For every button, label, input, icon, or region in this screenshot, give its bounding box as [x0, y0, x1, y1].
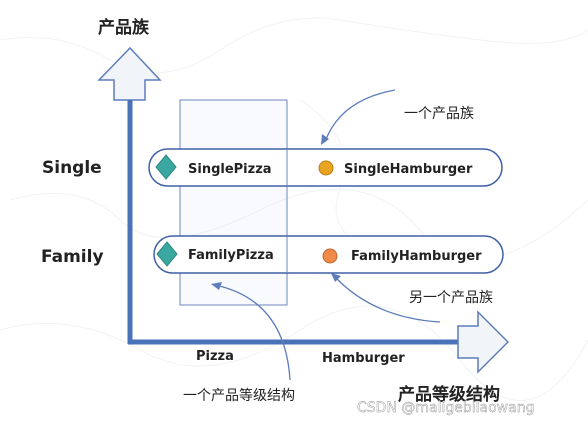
x-label-pizza: Pizza [196, 349, 234, 364]
annotation-arrow-level [214, 284, 291, 381]
arrowhead-family-top [321, 134, 329, 145]
family-row-family: FamilyPizza FamilyHamburger [153, 235, 504, 274]
annotation-arrow-family-bottom [335, 277, 441, 323]
annotation-level: 一个产品等级结构 [183, 387, 295, 404]
family-row-single: SinglePizza SingleHamburger [148, 148, 503, 187]
y-axis-arrowhead [97, 46, 162, 101]
diamond-icon [155, 154, 177, 180]
x-label-hamburger: Hamburger [322, 351, 405, 366]
x-axis-title: 产品等级结构 [398, 384, 500, 405]
circle-icon [318, 160, 334, 176]
pizza-level-outline [179, 99, 288, 306]
product-label-single-pizza: SinglePizza [188, 162, 272, 177]
annotation-arrow-family-top [324, 89, 396, 143]
watermark-text: CSDN @maligebilaowang [357, 400, 534, 416]
arrowhead-family-bottom [331, 273, 341, 282]
circle-icon [322, 248, 338, 264]
annotation-family-top: 一个产品族 [404, 106, 474, 122]
annotation-family-bottom: 另一个产品族 [409, 290, 493, 306]
arrowhead-level [211, 282, 222, 290]
x-axis-arrowhead [457, 310, 510, 374]
product-label-family-hamburger: FamilyHamburger [351, 249, 482, 264]
product-label-family-pizza: FamilyPizza [188, 248, 274, 263]
diamond-icon [156, 241, 178, 267]
y-axis-title: 产品族 [98, 17, 150, 38]
y-label-family: Family [41, 247, 104, 267]
product-label-single-hamburger: SingleHamburger [344, 162, 473, 177]
y-label-single: Single [42, 158, 102, 178]
